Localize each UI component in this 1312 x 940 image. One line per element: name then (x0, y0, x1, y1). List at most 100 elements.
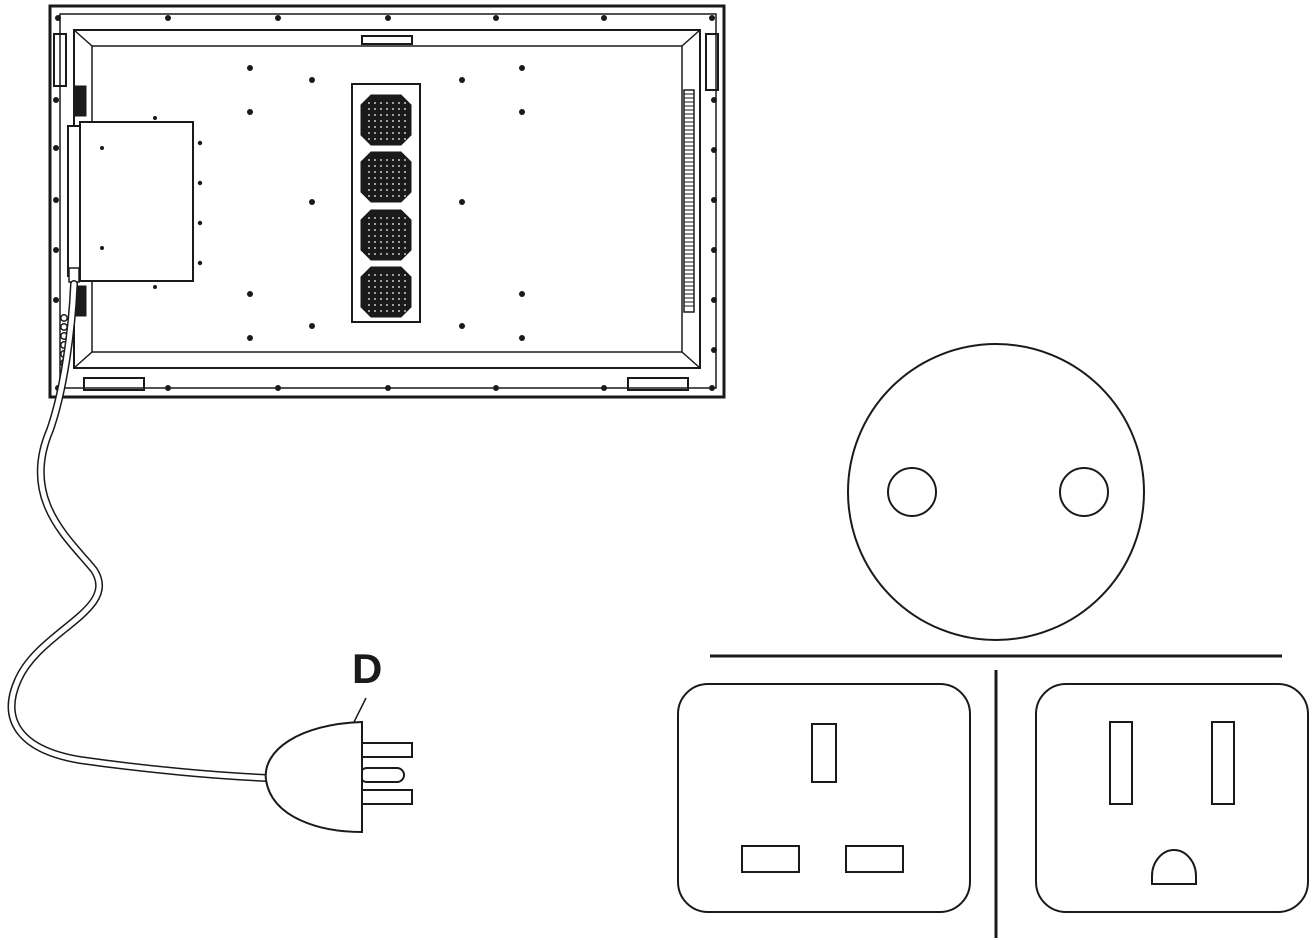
us-socket-left-slot (1109, 721, 1133, 805)
vent-hole (380, 292, 382, 294)
vent-hole (392, 310, 394, 312)
mains-plug (264, 697, 413, 834)
plug-prong-middle (359, 767, 405, 783)
vent-hole (404, 310, 406, 312)
vent-hole (392, 195, 394, 197)
vent-hole (404, 138, 406, 140)
vent-hole (368, 159, 370, 161)
vent-hole (374, 241, 376, 243)
screw-dot (493, 15, 499, 21)
screw-dot (53, 197, 59, 203)
vent-hole (404, 108, 406, 110)
display-back-panel (48, 4, 726, 399)
vent-hole (398, 241, 400, 243)
vent-hole (398, 183, 400, 185)
vent-hole (386, 183, 388, 185)
screw-dot (601, 15, 607, 21)
vent-hole (374, 183, 376, 185)
vent-hole (404, 298, 406, 300)
vent-hole (368, 217, 370, 219)
screw-dot (53, 97, 59, 103)
screw-dot (247, 291, 253, 297)
vent-hole (374, 165, 376, 167)
vent-hole (398, 171, 400, 173)
vent-hole (380, 183, 382, 185)
vent-hole (374, 126, 376, 128)
screw-dot (519, 65, 525, 71)
panel-right-rail (683, 89, 695, 313)
vent-hole (374, 247, 376, 249)
screw-dot (53, 297, 59, 303)
vent-hole (392, 189, 394, 191)
screw-dot (709, 385, 715, 391)
vent-hole (404, 235, 406, 237)
vent-hole (392, 247, 394, 249)
vent-hole (380, 189, 382, 191)
vent-hole (380, 195, 382, 197)
power-supply-side-bar (67, 125, 81, 277)
vent-hole (404, 177, 406, 179)
vent-hole (386, 292, 388, 294)
vent-hole (374, 274, 376, 276)
vent-hole (380, 217, 382, 219)
panel-bottom-left-handle (83, 377, 145, 391)
vent-hole (368, 223, 370, 225)
screw-dot (165, 385, 171, 391)
vent-hole (386, 223, 388, 225)
plug-label: D (352, 645, 383, 692)
vent-hole (398, 280, 400, 282)
vent-hole (374, 217, 376, 219)
vent-hole (368, 114, 370, 116)
vent-hole (368, 229, 370, 231)
vent-hole (392, 126, 394, 128)
vent-hole (404, 126, 406, 128)
vent-hole (404, 229, 406, 231)
vent-hole (398, 165, 400, 167)
vent-hole (404, 195, 406, 197)
round-socket-right-hole (1059, 467, 1109, 517)
plug-body (264, 720, 363, 834)
panel-right-handle (705, 33, 719, 91)
vent-hole (380, 274, 382, 276)
vent-hole (404, 165, 406, 167)
uk-socket-right-slot (845, 845, 904, 873)
vent-hole (374, 102, 376, 104)
vent-hole (386, 195, 388, 197)
vent-hole (386, 138, 388, 140)
vent-hole (380, 241, 382, 243)
panel-left-rail-top (73, 85, 87, 117)
vent-hole (368, 298, 370, 300)
vent-hole (398, 126, 400, 128)
vent-hole (386, 189, 388, 191)
vent-hole (392, 138, 394, 140)
vent-hole (368, 310, 370, 312)
vent-hole (392, 229, 394, 231)
vent-hole (392, 120, 394, 122)
vent-hole (374, 253, 376, 255)
vent-hole (392, 241, 394, 243)
panel-top-handle (361, 35, 413, 45)
screw-dot (601, 385, 607, 391)
vent-hole (380, 298, 382, 300)
panel-rail-ribs (684, 93, 694, 307)
vent-hole (392, 132, 394, 134)
vent-hole (392, 304, 394, 306)
vent-hole (368, 126, 370, 128)
vent-hole (392, 165, 394, 167)
vent-hole (386, 280, 388, 282)
screw-dot (53, 247, 59, 253)
vent-hole (380, 126, 382, 128)
vent-hole (386, 241, 388, 243)
vent-hole (380, 253, 382, 255)
vent-hole (398, 223, 400, 225)
vent-hole (380, 138, 382, 140)
vent-hole (368, 253, 370, 255)
vent-hole (386, 235, 388, 237)
vent-hole (386, 253, 388, 255)
vent-hole (368, 235, 370, 237)
power-supply-box (67, 116, 203, 289)
vent-hole (380, 304, 382, 306)
vent-hole (380, 247, 382, 249)
vent-hole (392, 274, 394, 276)
